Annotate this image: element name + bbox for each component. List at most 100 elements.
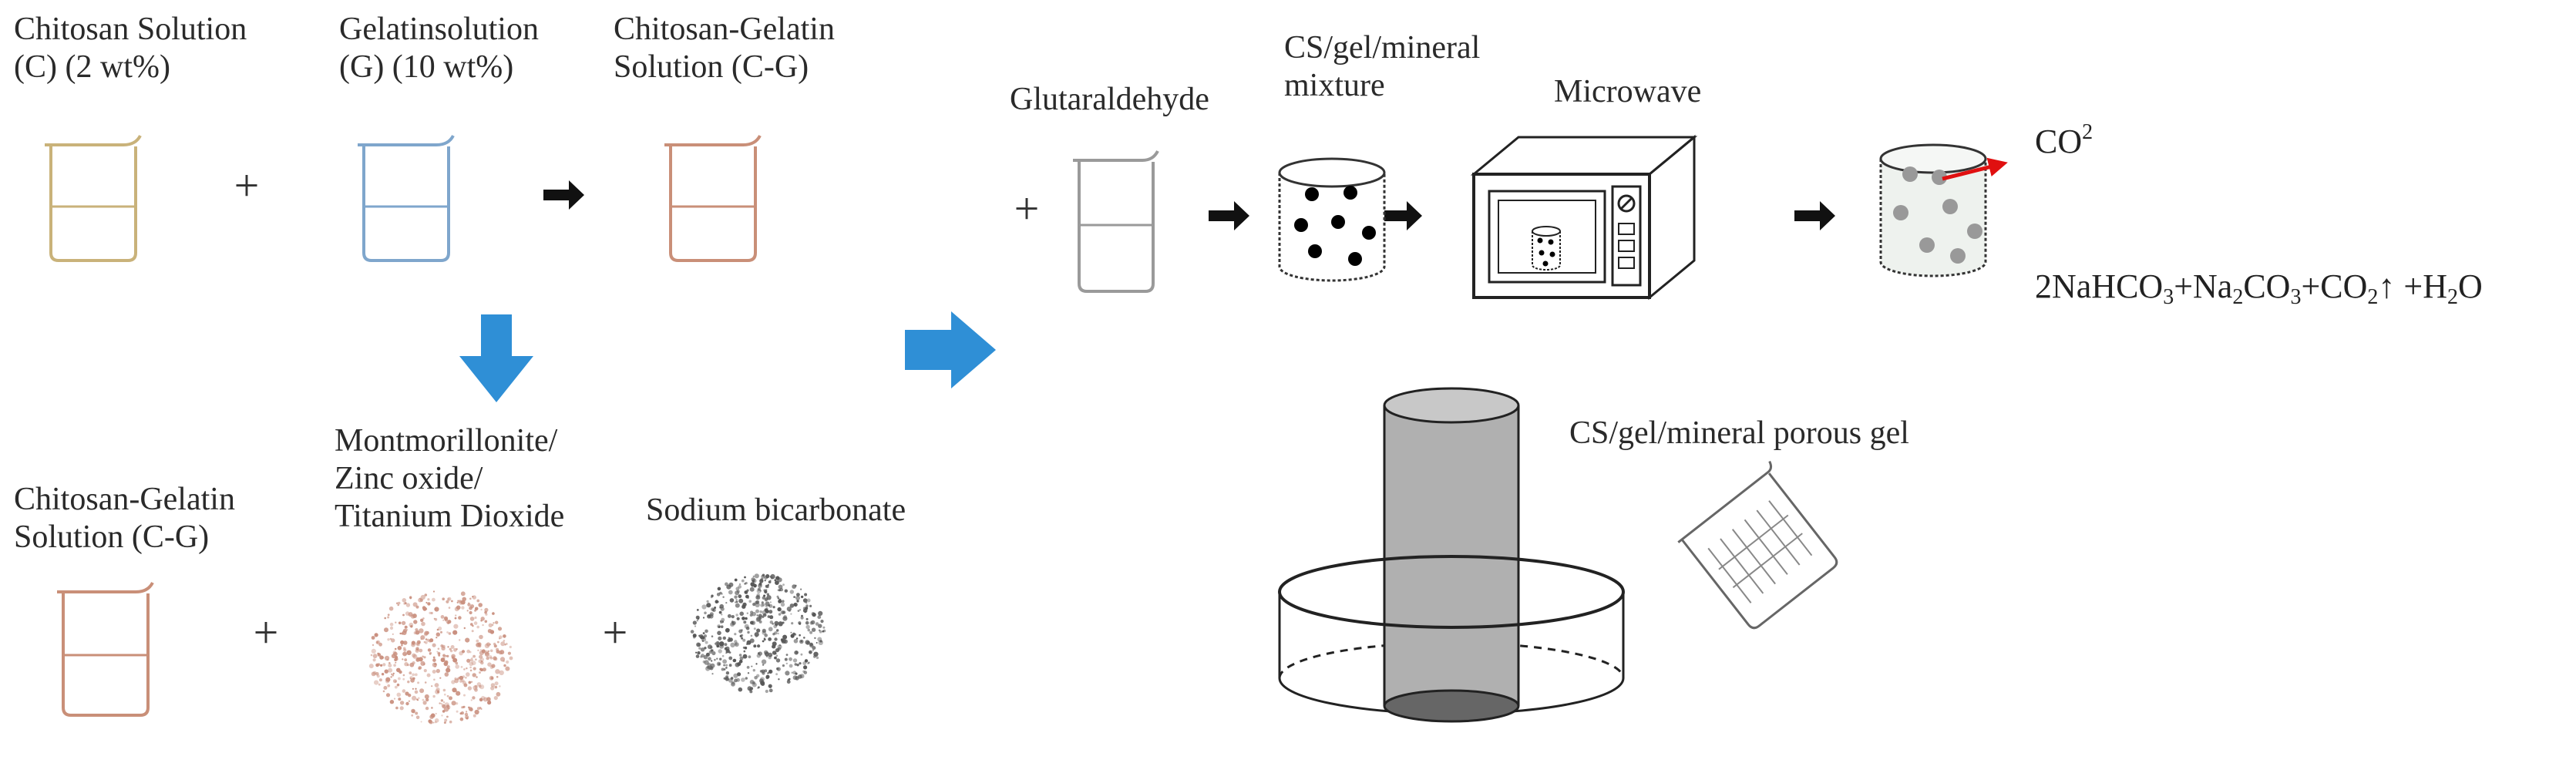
particle xyxy=(374,633,378,637)
particle xyxy=(774,656,777,660)
particle xyxy=(474,687,478,692)
particle xyxy=(396,692,402,697)
particle xyxy=(371,636,375,640)
particle xyxy=(460,591,466,597)
particle xyxy=(469,658,473,662)
particle xyxy=(472,673,476,677)
particle xyxy=(789,590,795,594)
particle xyxy=(452,687,457,693)
particle xyxy=(466,649,470,654)
arrow-right-icon xyxy=(1794,201,1835,230)
particle xyxy=(491,664,496,668)
particle xyxy=(487,662,492,667)
particle xyxy=(484,650,489,655)
particle xyxy=(471,660,476,666)
particle xyxy=(809,604,812,608)
particle xyxy=(777,607,782,612)
particle xyxy=(782,634,788,640)
particle xyxy=(748,600,752,603)
particle xyxy=(378,683,381,686)
particle xyxy=(711,607,715,611)
particle xyxy=(773,624,778,629)
particle xyxy=(499,685,501,687)
particle xyxy=(789,657,792,661)
particle xyxy=(795,637,799,640)
particle xyxy=(810,620,816,625)
particle xyxy=(776,667,779,671)
particle xyxy=(394,680,397,683)
particle xyxy=(437,647,440,650)
particle xyxy=(452,657,458,663)
particle xyxy=(402,613,405,617)
particle xyxy=(504,644,506,646)
particle xyxy=(745,594,749,599)
eq-sub: 2 xyxy=(2367,285,2379,309)
particle xyxy=(735,601,737,603)
particle xyxy=(468,706,470,709)
particle xyxy=(744,583,746,585)
particle xyxy=(499,657,506,662)
particle xyxy=(442,659,443,660)
particle xyxy=(444,693,446,696)
label-line: Chitosan-Gelatin xyxy=(14,482,235,517)
particle xyxy=(478,603,483,607)
particle xyxy=(418,697,420,700)
particle xyxy=(479,697,483,702)
particle xyxy=(496,676,499,678)
particle xyxy=(447,597,450,601)
particle xyxy=(701,604,707,610)
label-line: Montmorillonite/ xyxy=(335,423,558,459)
particle xyxy=(722,596,725,598)
arrow-right-icon xyxy=(1209,201,1249,230)
particle xyxy=(752,580,755,583)
particle xyxy=(425,601,428,604)
particle xyxy=(474,616,477,620)
particle xyxy=(404,658,408,662)
particle xyxy=(723,668,726,671)
particle xyxy=(402,677,405,681)
particle xyxy=(755,663,758,665)
particle xyxy=(822,626,826,629)
particle xyxy=(384,669,388,674)
particle xyxy=(775,658,781,663)
particle xyxy=(420,721,422,723)
particle xyxy=(755,617,761,623)
particle xyxy=(803,665,808,670)
particle xyxy=(383,686,388,690)
particle xyxy=(486,697,491,701)
particle xyxy=(446,694,449,697)
particle xyxy=(743,650,746,653)
particle xyxy=(702,660,706,664)
particle xyxy=(718,636,722,640)
particle xyxy=(422,701,427,705)
particle xyxy=(784,657,788,661)
particle xyxy=(371,648,376,654)
particle xyxy=(402,674,405,677)
particle xyxy=(725,675,729,678)
particle xyxy=(762,664,765,666)
particle xyxy=(429,653,432,655)
particle xyxy=(403,602,406,605)
particle xyxy=(465,637,470,643)
particle xyxy=(805,601,808,604)
particle xyxy=(480,708,483,711)
particle xyxy=(490,677,494,680)
particle xyxy=(755,595,761,600)
particle xyxy=(434,617,438,621)
particle xyxy=(774,579,777,582)
eq-sub: 2 xyxy=(2447,285,2458,309)
particle xyxy=(725,664,728,667)
particle xyxy=(750,634,753,637)
particle xyxy=(789,603,795,608)
particle xyxy=(394,647,397,650)
particle xyxy=(740,634,744,637)
particle xyxy=(426,638,430,642)
particle xyxy=(480,660,483,663)
particle xyxy=(500,641,506,647)
label-line: Gelatinsolution xyxy=(339,12,539,47)
particle xyxy=(417,681,420,684)
particle xyxy=(437,651,441,655)
particle xyxy=(719,657,722,660)
particle xyxy=(763,589,765,591)
particle xyxy=(441,714,443,717)
